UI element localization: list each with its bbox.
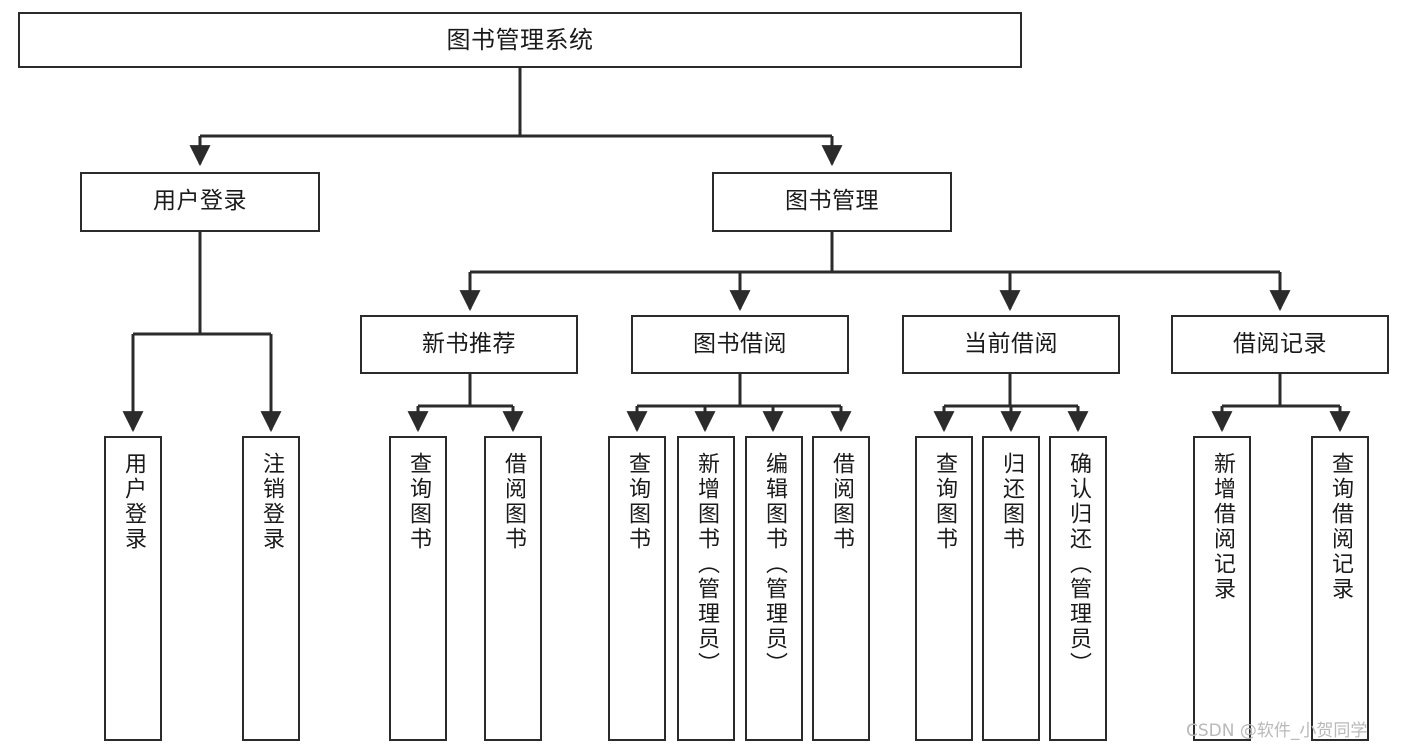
node-leaf-add-record-label: 新增借阅记录	[1210, 452, 1235, 602]
csdn-watermark: CSDN @软件_小贺同学	[1186, 721, 1368, 741]
node-leaf-borrow-book-2[interactable]: 借阅图书	[812, 436, 870, 741]
node-book-borrow-label: 图书借阅	[693, 330, 787, 357]
node-borrow-record-label: 借阅记录	[1233, 330, 1327, 357]
node-leaf-user-login-label: 用户登录	[121, 452, 146, 552]
node-leaf-user-login[interactable]: 用户登录	[104, 436, 162, 741]
node-current-borrow-label: 当前借阅	[964, 330, 1058, 357]
node-leaf-edit-book[interactable]: 编辑图书（管理员）	[745, 436, 803, 741]
node-current-borrow[interactable]: 当前借阅	[902, 315, 1120, 374]
node-leaf-logout[interactable]: 注销登录	[242, 436, 300, 741]
node-root[interactable]: 图书管理系统	[18, 12, 1022, 68]
node-leaf-borrow-book-1[interactable]: 借阅图书	[484, 436, 542, 741]
node-book-management-label: 图书管理	[785, 188, 879, 215]
node-leaf-query-book-3[interactable]: 查询图书	[915, 436, 973, 741]
node-leaf-borrow-book-2-label: 借阅图书	[829, 452, 854, 552]
node-leaf-query-record[interactable]: 查询借阅记录	[1311, 436, 1369, 741]
node-book-borrow[interactable]: 图书借阅	[631, 315, 849, 374]
node-leaf-borrow-book-1-label: 借阅图书	[501, 452, 526, 552]
node-leaf-query-book-1-label: 查询图书	[406, 452, 431, 552]
node-leaf-query-book-1[interactable]: 查询图书	[389, 436, 447, 741]
node-leaf-edit-book-label: 编辑图书（管理员）	[762, 452, 787, 677]
node-new-book-recommend[interactable]: 新书推荐	[360, 315, 578, 374]
node-root-label: 图书管理系统	[446, 25, 594, 54]
node-user-login-label: 用户登录	[153, 188, 247, 215]
node-leaf-query-book-2-label: 查询图书	[625, 452, 650, 552]
node-new-book-recommend-label: 新书推荐	[422, 330, 516, 357]
node-leaf-return-book-label: 归还图书	[999, 452, 1024, 552]
node-leaf-query-book-2[interactable]: 查询图书	[608, 436, 666, 741]
node-book-management[interactable]: 图书管理	[712, 172, 952, 232]
node-borrow-record[interactable]: 借阅记录	[1171, 315, 1389, 374]
node-leaf-logout-label: 注销登录	[259, 452, 284, 552]
node-leaf-confirm-return[interactable]: 确认归还（管理员）	[1049, 436, 1107, 741]
node-leaf-add-book-label: 新增图书（管理员）	[694, 452, 719, 677]
node-user-login[interactable]: 用户登录	[80, 172, 320, 232]
node-leaf-query-record-label: 查询借阅记录	[1328, 452, 1353, 602]
node-leaf-confirm-return-label: 确认归还（管理员）	[1066, 452, 1091, 677]
node-leaf-query-book-3-label: 查询图书	[932, 452, 957, 552]
node-leaf-add-record[interactable]: 新增借阅记录	[1193, 436, 1251, 741]
node-leaf-return-book[interactable]: 归还图书	[982, 436, 1040, 741]
node-leaf-add-book[interactable]: 新增图书（管理员）	[677, 436, 735, 741]
